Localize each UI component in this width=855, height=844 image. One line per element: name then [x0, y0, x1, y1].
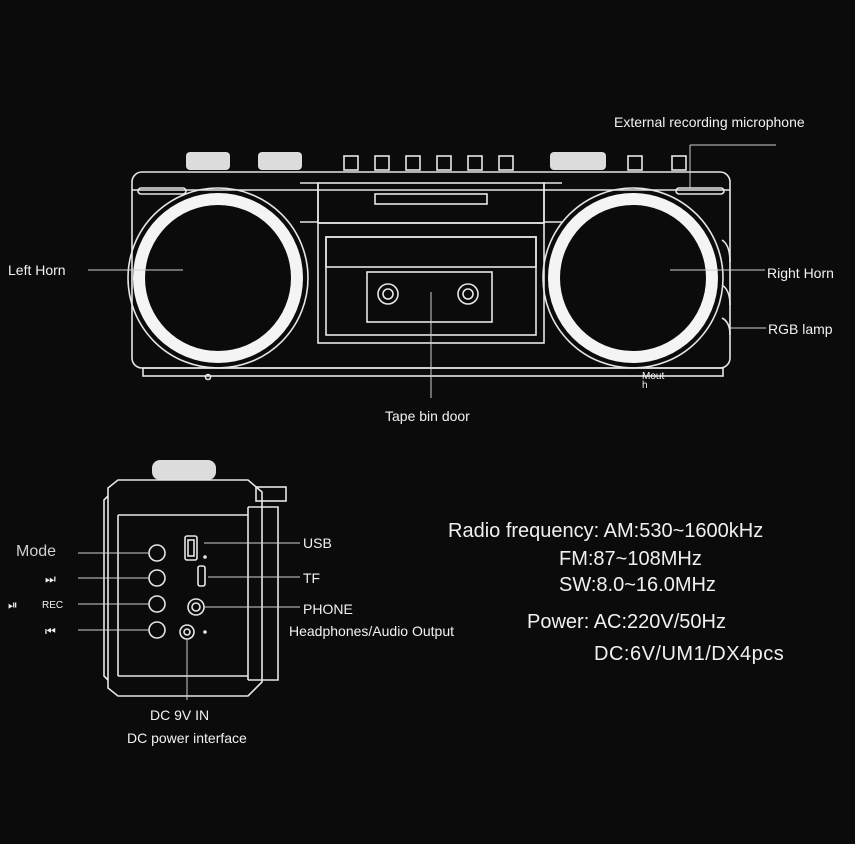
left-horn: [127, 187, 309, 369]
specs: Radio frequency: AM:530~1600kHz FM:87~10…: [448, 520, 784, 665]
mouth-label-line1: Mout: [642, 371, 664, 382]
top-knobs: [186, 152, 687, 171]
spec-dc: DC:6V/UM1/DX4pcs: [594, 643, 784, 665]
right-horn: [542, 187, 724, 369]
tape-door-label: Tape bin door: [385, 408, 470, 424]
right-horn-label: Right Horn: [767, 265, 834, 281]
side-body: [107, 479, 263, 697]
spec-fm: FM:87~108MHz: [559, 548, 702, 570]
front-view: External recording microphone Left Horn …: [8, 114, 834, 424]
side-buttons: [148, 544, 166, 639]
previous-track-icon: ⏮: [45, 624, 56, 638]
side-view: Mode ⏭ ⏯ REC ⏮ USB TF PHONE Headphones/A…: [8, 460, 454, 746]
spec-sw: SW:8.0~16.0MHz: [559, 574, 716, 596]
side-ports: [179, 535, 207, 640]
phone-label: PHONE: [303, 601, 353, 617]
tf-label: TF: [303, 570, 320, 586]
rgb-lamp-label: RGB lamp: [768, 321, 833, 337]
mode-label: Mode: [16, 543, 56, 560]
mic-label: External recording microphone: [614, 114, 805, 130]
play-pause-icon: ⏯: [8, 598, 18, 612]
left-horn-label: Left Horn: [8, 262, 66, 278]
dc-in-label: DC 9V IN: [150, 707, 209, 723]
spec-power: Power: AC:220V/50Hz: [527, 611, 726, 633]
usb-label: USB: [303, 535, 332, 551]
top-buttons: [343, 155, 514, 171]
tape-bin-door: [317, 222, 545, 344]
mouth-label: Mout h: [642, 371, 667, 391]
spec-radio-frequency: Radio frequency: AM:530~1600kHz: [448, 520, 763, 542]
phone-sub-label: Headphones/Audio Output: [289, 623, 454, 639]
rec-label: REC: [42, 600, 63, 611]
next-track-icon: ⏭: [45, 572, 56, 586]
mouth-label-line2: h: [642, 380, 648, 391]
dc-sub-label: DC power interface: [127, 730, 247, 746]
